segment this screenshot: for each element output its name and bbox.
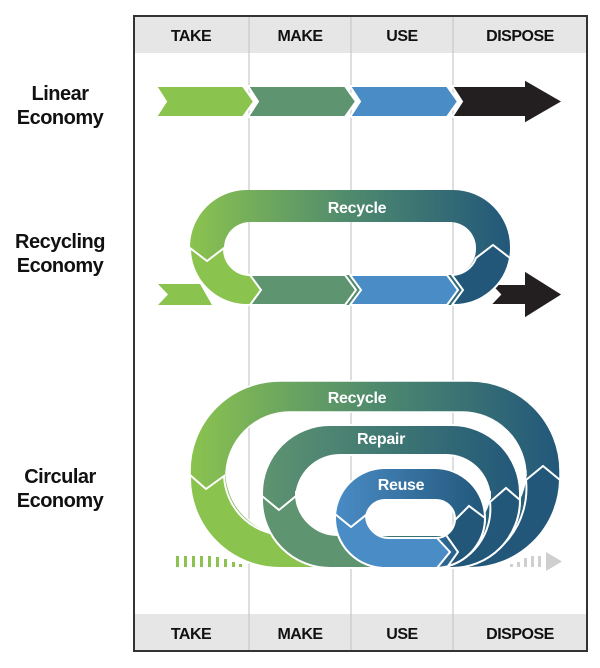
row-label-line: Circular (24, 466, 96, 488)
row-label-line: Recycling (15, 231, 105, 253)
column-footer-take: TAKE (171, 626, 212, 643)
circular-repair-make-curve (261, 493, 374, 569)
linear-take-segment (154, 85, 256, 118)
recycling-use-segment (348, 274, 460, 306)
circular-reuse-dispose-curve (444, 504, 487, 568)
recycling-recycle-label: Recycle (328, 200, 387, 217)
circular-recycle-label: Recycle (328, 390, 387, 407)
column-header-take: TAKE (171, 28, 212, 45)
recycling-take-tail (158, 284, 212, 305)
header-band (134, 16, 587, 53)
row-label-line: Economy (16, 490, 104, 512)
recycling-flow: Recycle (158, 190, 565, 321)
circular-recycle-dispose-curve (454, 464, 562, 569)
row-label-recycling: Recycling Economy (0, 230, 120, 278)
linear-use-segment (348, 85, 460, 118)
column-header-dispose: DISPOSE (486, 28, 554, 45)
circular-take-input (176, 556, 242, 567)
row-label-linear: Linear Economy (0, 82, 120, 130)
circular-reuse-use-curve (334, 511, 452, 569)
row-label-circular: Circular Economy (0, 465, 120, 513)
linear-flow (154, 77, 566, 126)
recycling-dispose-arrow (487, 268, 565, 321)
linear-dispose-arrow (450, 77, 566, 126)
circular-repair-label: Repair (357, 431, 405, 448)
column-header-use: USE (386, 28, 418, 45)
column-footer-use: USE (386, 626, 418, 643)
circular-flow: Recycle Repair Reuse (176, 380, 562, 571)
circular-reuse-label: Reuse (378, 477, 425, 494)
circular-repair-dispose-curve (439, 486, 522, 569)
recycling-make-segment (248, 274, 358, 306)
column-header-make: MAKE (277, 28, 323, 45)
circular-dispose-output (510, 552, 562, 571)
column-footer-make: MAKE (277, 626, 323, 643)
row-label-line: Linear (31, 83, 89, 105)
row-label-line: Economy (16, 107, 104, 129)
diagram-border (133, 15, 588, 652)
column-footer-dispose: DISPOSE (486, 626, 554, 643)
recycling-dispose-curve (450, 243, 512, 307)
linear-make-segment (246, 85, 358, 118)
row-label-line: Economy (16, 255, 104, 277)
footer-band (134, 614, 587, 651)
